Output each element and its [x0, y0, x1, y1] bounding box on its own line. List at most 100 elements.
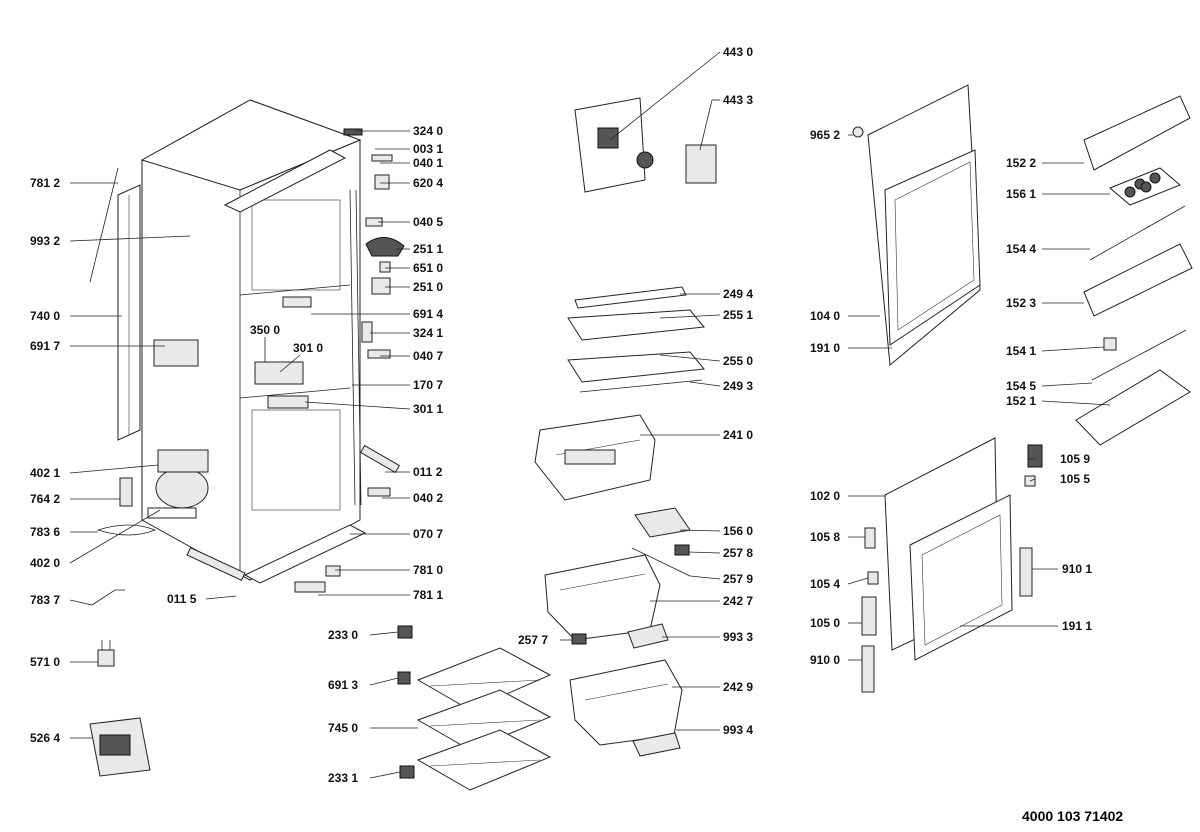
- part-label: 040 5: [413, 215, 443, 229]
- part-label: 781 1: [413, 588, 443, 602]
- door-bin-middle: [1083, 243, 1193, 317]
- part-label: 965 2: [810, 128, 840, 142]
- capacitor: [119, 477, 133, 507]
- part-label: 526 4: [30, 731, 60, 745]
- part-label: 191 0: [810, 341, 840, 355]
- egg-tray: [1109, 167, 1181, 206]
- part-label: 156 0: [723, 524, 753, 538]
- part-label: 156 1: [1006, 187, 1036, 201]
- bottle-rail-upper: [1089, 205, 1186, 261]
- part-label: 781 2: [30, 176, 60, 190]
- part-label: 257 9: [723, 572, 753, 586]
- part-label: 740 0: [30, 309, 60, 323]
- part-label: 105 0: [810, 616, 840, 630]
- probe-cable: [91, 589, 125, 606]
- glass-shelf-trim: [574, 286, 687, 309]
- lower-door: [884, 437, 1013, 661]
- part-label: 070 7: [413, 527, 443, 541]
- part-label: 324 1: [413, 326, 443, 340]
- part-label: 251 0: [413, 280, 443, 294]
- part-label: 691 7: [30, 339, 60, 353]
- part-label: 152 3: [1006, 296, 1036, 310]
- part-label: 443 0: [723, 45, 753, 59]
- door-bin-lower: [1075, 369, 1191, 446]
- cover-housing: [89, 717, 151, 777]
- part-label: 993 4: [723, 723, 753, 737]
- glass-shelf: [567, 309, 705, 341]
- glass-shelf-lower: [567, 351, 705, 383]
- part-label: 011 2: [413, 465, 443, 479]
- leader-lines: [69, 51, 1111, 779]
- part-label: 257 8: [723, 546, 753, 560]
- vegetable-drawer-lower: [569, 659, 683, 746]
- part-label: 040 7: [413, 349, 443, 363]
- part-label: 104 0: [810, 309, 840, 323]
- bottle-rail-lower: [1091, 329, 1187, 381]
- part-label: 651 0: [413, 261, 443, 275]
- relay-part: [97, 640, 115, 667]
- part-label: 783 6: [30, 525, 60, 539]
- part-label: 745 0: [328, 721, 358, 735]
- part-label: 233 0: [328, 628, 358, 642]
- part-label: 620 4: [413, 176, 443, 190]
- part-label: 242 7: [723, 594, 753, 608]
- wire-loop: [96, 524, 157, 536]
- part-label: 105 9: [1060, 452, 1090, 466]
- part-number-labels: 324 0 003 1 040 1 620 4 040 5 251 1 651 …: [30, 45, 1092, 785]
- part-label: 910 1: [1062, 562, 1092, 576]
- part-label: 571 0: [30, 655, 60, 669]
- side-wall-insulation: [117, 184, 141, 441]
- part-label: 251 1: [413, 242, 443, 256]
- part-label: 301 1: [413, 402, 443, 416]
- part-label: 154 1: [1006, 344, 1036, 358]
- crisper-drawer-freezer: [534, 414, 656, 501]
- document-number: 4000 103 71402: [1022, 808, 1123, 824]
- part-label: 249 3: [723, 379, 753, 393]
- part-label: 402 1: [30, 466, 60, 480]
- part-label: 011 5: [167, 592, 197, 606]
- part-label: 241 0: [723, 428, 753, 442]
- part-label: 003 1: [413, 142, 443, 156]
- part-label: 783 7: [30, 593, 60, 607]
- part-label: 691 3: [328, 678, 358, 692]
- part-label: 105 8: [810, 530, 840, 544]
- part-label: 443 3: [723, 93, 753, 107]
- part-label: 154 4: [1006, 242, 1036, 256]
- part-label: 301 0: [293, 341, 323, 355]
- part-label: 102 0: [810, 489, 840, 503]
- part-label: 993 2: [30, 234, 60, 248]
- vegetable-drawer-upper: [544, 554, 661, 641]
- light-cover: [685, 144, 717, 184]
- wire-shelf-rack: [416, 647, 552, 791]
- part-label: 152 1: [1006, 394, 1036, 408]
- part-label: 257 7: [518, 633, 548, 647]
- part-label: 040 1: [413, 156, 443, 170]
- upper-door: [867, 84, 981, 366]
- part-label: 402 0: [30, 556, 60, 570]
- part-label: 233 1: [328, 771, 358, 785]
- part-label: 255 1: [723, 308, 753, 322]
- part-label: 255 0: [723, 354, 753, 368]
- part-label: 152 2: [1006, 156, 1036, 170]
- part-label: 691 4: [413, 307, 443, 321]
- compressor: [147, 449, 209, 519]
- part-label: 324 0: [413, 124, 443, 138]
- part-label: 105 4: [810, 577, 840, 591]
- part-label: 249 4: [723, 287, 753, 301]
- part-label: 040 2: [413, 491, 443, 505]
- part-label: 154 5: [1006, 379, 1036, 393]
- part-label: 910 0: [810, 653, 840, 667]
- part-label: 191 1: [1062, 619, 1092, 633]
- door-bin-upper: [1083, 95, 1191, 171]
- control-housing: [574, 97, 654, 193]
- part-label: 764 2: [30, 492, 60, 506]
- part-label: 993 3: [723, 630, 753, 644]
- ice-tray: [634, 507, 691, 538]
- drain-rod: [89, 167, 119, 283]
- part-label: 242 9: [723, 680, 753, 694]
- part-label: 350 0: [250, 323, 280, 337]
- part-label: 781 0: [413, 563, 443, 577]
- part-label: 105 5: [1060, 472, 1090, 486]
- part-label: 170 7: [413, 378, 443, 392]
